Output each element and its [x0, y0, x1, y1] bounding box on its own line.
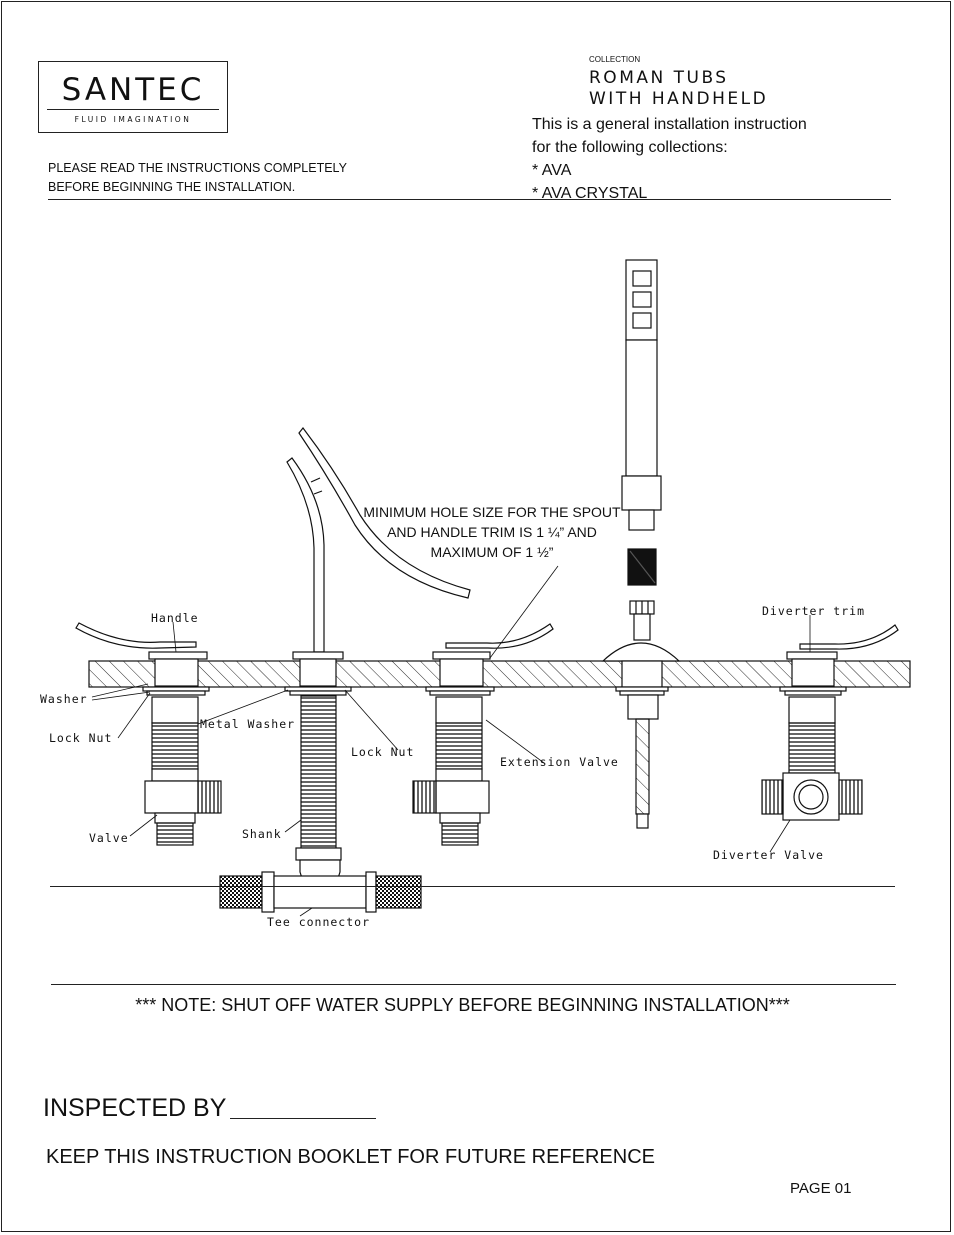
inspected-by-label: INSPECTED BY	[43, 1094, 227, 1122]
label-diverter-trim: Diverter trim	[762, 604, 865, 618]
label-handle: Handle	[151, 611, 199, 625]
header-divider	[48, 199, 891, 200]
diverter-assembly	[761, 624, 899, 821]
hole-size-note-line-2: AND HANDLE TRIM IS 1 ¼” AND	[387, 524, 597, 540]
left-handle-assembly	[75, 622, 222, 846]
spout-assembly	[219, 427, 471, 913]
center-handle-assembly	[412, 623, 554, 846]
floor-line	[50, 886, 895, 887]
hole-size-note-line-3: MAXIMUM OF 1 ½”	[431, 544, 554, 560]
shut-off-water-note: *** NOTE: SHUT OFF WATER SUPPLY BEFORE B…	[135, 995, 790, 1015]
general-instruction-text: This is a general installation instructi…	[532, 116, 807, 202]
label-washer: Washer	[40, 692, 88, 706]
label-metal-washer: Metal Washer	[200, 717, 295, 731]
read-instructions-warning: PLEASE READ THE INSTRUCTIONS COMPLETELY …	[48, 161, 347, 194]
label-diverter-valve: Diverter Valve	[713, 848, 824, 862]
hole-size-note-line-1: MINIMUM HOLE SIZE FOR THE SPOUT	[363, 504, 621, 520]
brand-tagline: FLUID IMAGINATION	[74, 115, 192, 124]
inspector-signature-line	[230, 1118, 376, 1119]
callout-lines	[91, 565, 811, 917]
keep-booklet-note: KEEP THIS INSTRUCTION BOOKLET FOR FUTURE…	[46, 1146, 655, 1168]
brand-logo: SANTEC FLUID IMAGINATION	[38, 61, 228, 133]
collection-name: ROMAN TUBS WITH HANDHELD	[589, 68, 769, 109]
label-extension-valve: Extension Valve	[500, 755, 619, 769]
label-shank: Shank	[242, 827, 282, 841]
page-number: PAGE 01	[790, 1180, 852, 1197]
label-valve: Valve	[89, 831, 129, 845]
logo-divider	[47, 109, 219, 110]
hand-shower-assembly	[601, 259, 681, 829]
deck-surface	[88, 660, 911, 688]
brand-name: SANTEC	[61, 72, 205, 108]
label-lock-nut-center: Lock Nut	[351, 745, 414, 759]
collection-label: COLLECTION	[589, 55, 641, 64]
label-tee-connector: Tee connector	[267, 915, 370, 929]
footer-divider	[51, 984, 896, 985]
label-lock-nut-left: Lock Nut	[49, 731, 112, 745]
